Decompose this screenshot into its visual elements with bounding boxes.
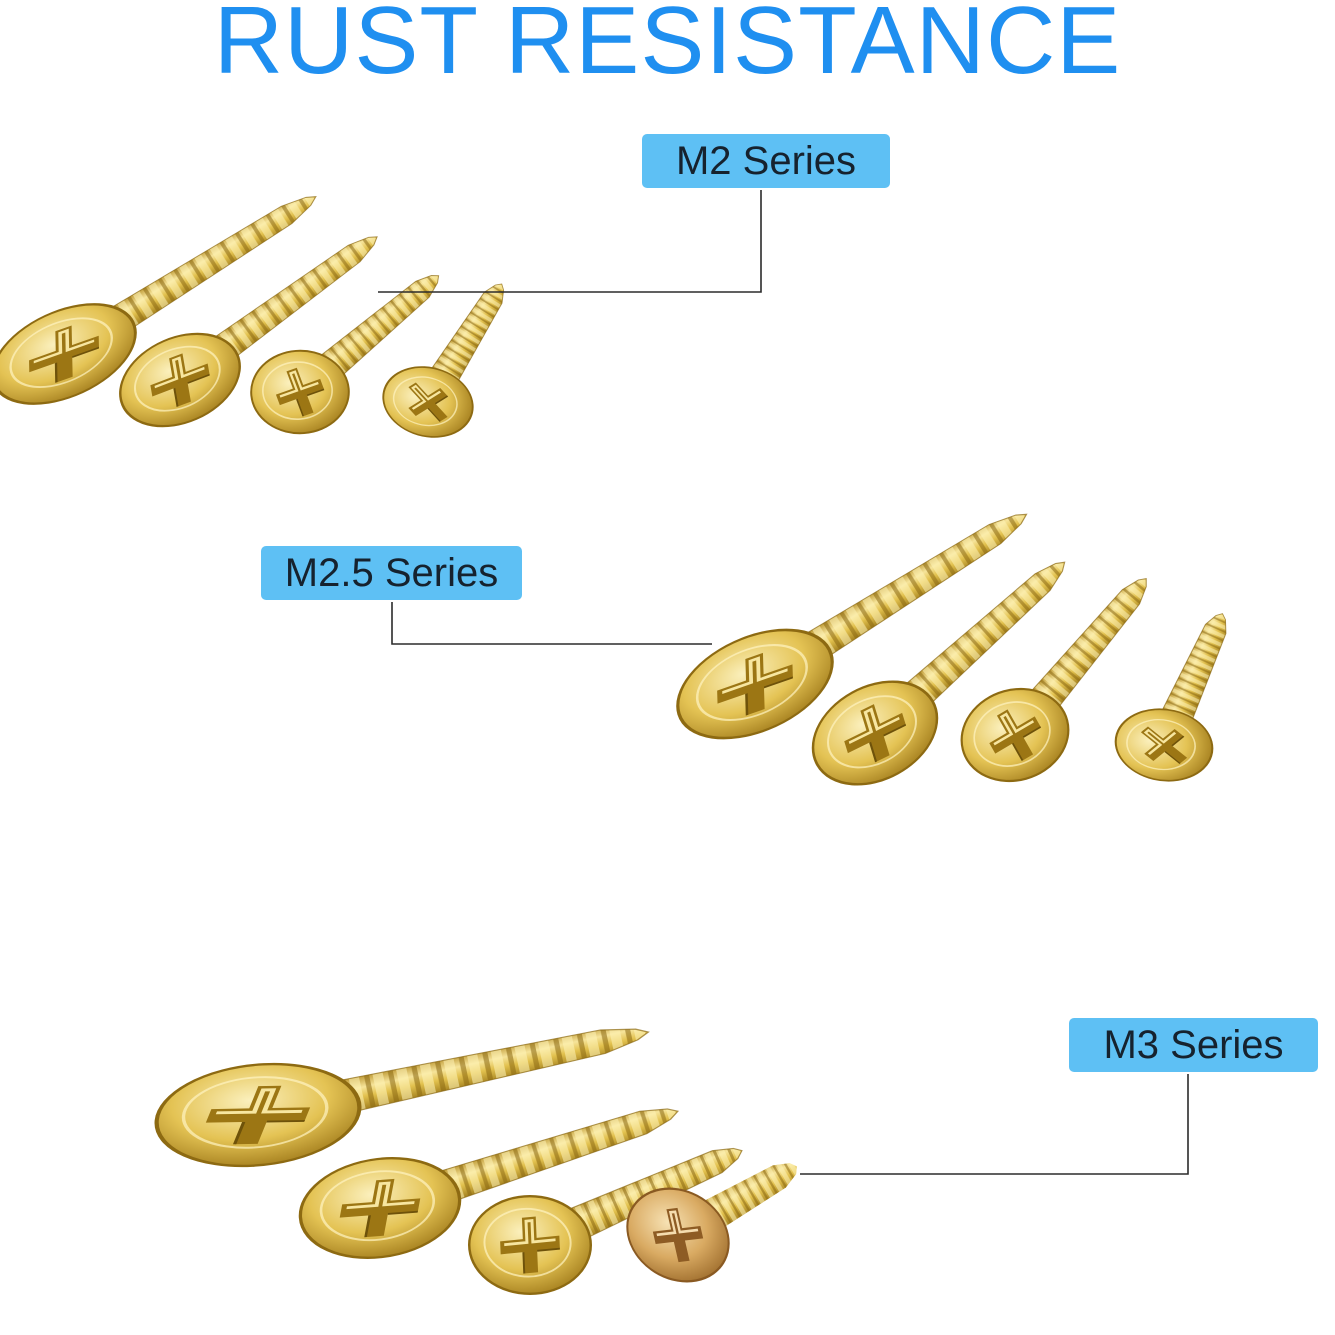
m2-screw-4 bbox=[348, 249, 556, 478]
m3-series-label: M3 Series bbox=[1069, 1018, 1318, 1072]
m25-series-label: M2.5 Series bbox=[261, 546, 522, 600]
m3-screw-group bbox=[107, 962, 835, 1335]
page-title: RUST RESISTANCE bbox=[213, 0, 1122, 94]
m2-leader-line bbox=[378, 190, 762, 293]
m25-screw-group bbox=[623, 455, 1286, 844]
m2-series-label: M2 Series bbox=[642, 134, 890, 188]
m2-screw-group bbox=[0, 143, 556, 482]
m25-leader-line bbox=[391, 602, 712, 645]
m3-leader-line bbox=[800, 1074, 1189, 1175]
m25-screw-3 bbox=[916, 534, 1200, 834]
